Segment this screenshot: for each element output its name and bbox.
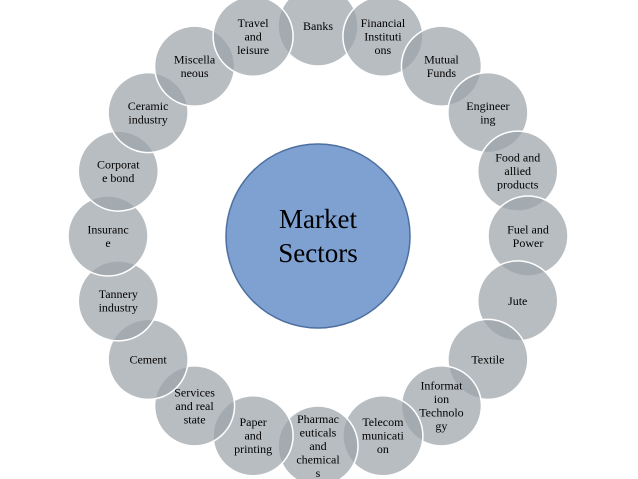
sector-node-jute-label: Jute bbox=[508, 294, 527, 308]
sector-node-services-and-real-state-label-line: state bbox=[184, 412, 206, 426]
sector-node-textile-label-line: Textile bbox=[471, 352, 504, 366]
sector-node-informat-ion-technolo-gy-label-line: Informat bbox=[420, 379, 463, 393]
sector-node-mutual-funds-label-line: Funds bbox=[427, 66, 457, 80]
sector-node-miscella-neous-label-line: Miscella bbox=[174, 52, 216, 66]
sector-node-corporat-e-bond-label-line: Corporat bbox=[97, 157, 140, 171]
sector-node-telecom-municati-on-label-line: Telecom bbox=[362, 415, 404, 429]
sector-node-financial-instituti-ons-label-line: Financial bbox=[361, 16, 406, 30]
sector-node-cement-label: Cement bbox=[129, 352, 167, 366]
center-label-line: Sectors bbox=[278, 238, 357, 268]
sector-node-services-and-real-state-label-line: and real bbox=[175, 399, 214, 413]
sector-node-tannery-industry-label-line: Tannery bbox=[99, 287, 138, 301]
sector-node-paper-and-printing-label-line: printing bbox=[234, 442, 272, 456]
sector-node-insuranc-e-label-line: Insuranc bbox=[87, 222, 128, 236]
sector-node-ceramic-industry-label-line: industry bbox=[128, 112, 167, 126]
sector-node-informat-ion-technolo-gy-label-line: Technolo bbox=[419, 406, 463, 420]
sector-node-corporat-e-bond-label-line: e bond bbox=[102, 171, 134, 185]
sector-node-mutual-funds-label-line: Mutual bbox=[424, 52, 459, 66]
sector-node-telecom-municati-on-label-line: municati bbox=[362, 429, 405, 443]
sector-node-tannery-industry-label-line: industry bbox=[99, 301, 138, 315]
sector-node-paper-and-printing-label-line: and bbox=[244, 429, 261, 443]
sector-node-paper-and-printing-label-line: Paper bbox=[239, 415, 266, 429]
sector-node-engineer-ing-label-line: ing bbox=[480, 112, 495, 126]
sector-node-fuel-and-power-label-line: Fuel and bbox=[507, 222, 549, 236]
sector-node-engineer-ing-label-line: Engineer bbox=[466, 99, 509, 113]
sector-node-financial-instituti-ons-label-line: ons bbox=[375, 43, 392, 57]
sector-node-banks-label-line: Banks bbox=[303, 19, 333, 33]
sector-node-jute-label-line: Jute bbox=[508, 294, 527, 308]
sector-node-fuel-and-power-label-line: Power bbox=[513, 236, 544, 250]
sector-node-cement-label-line: Cement bbox=[129, 352, 167, 366]
sector-node-informat-ion-technolo-gy-label-line: gy bbox=[435, 419, 447, 433]
sector-node-ceramic-industry-label-line: Ceramic bbox=[128, 99, 169, 113]
sector-node-pharmac-euticals-and-chemical-s-label-line: euticals bbox=[300, 426, 337, 440]
sector-node-textile-label: Textile bbox=[471, 352, 504, 366]
center-circle bbox=[225, 143, 411, 329]
sector-node-pharmac-euticals-and-chemical-s-label-line: Pharmac bbox=[297, 412, 339, 426]
sector-node-food-and-allied-products-label-line: Food and bbox=[495, 151, 540, 165]
sector-node-services-and-real-state-label-line: Services bbox=[174, 385, 215, 399]
sector-node-pharmac-euticals-and-chemical-s-label-line: s bbox=[316, 466, 321, 479]
sector-node-travel-and-leisure-label-line: and bbox=[244, 29, 261, 43]
sector-node-pharmac-euticals-and-chemical-s-label-line: and bbox=[309, 439, 326, 453]
sector-node-financial-instituti-ons-label-line: Instituti bbox=[364, 29, 402, 43]
sector-node-travel-and-leisure-label-line: Travel bbox=[238, 16, 270, 30]
sector-node-travel-and-leisure-label-line: leisure bbox=[237, 43, 269, 57]
sector-node-insuranc-e-label-line: e bbox=[105, 236, 110, 250]
sector-node-travel-and-leisure-circle bbox=[212, 0, 294, 78]
sector-node-food-and-allied-products-label-line: allied bbox=[504, 164, 531, 178]
sector-node-pharmac-euticals-and-chemical-s-label-line: chemical bbox=[296, 453, 340, 467]
sector-node-food-and-allied-products-label-line: products bbox=[497, 178, 539, 192]
sector-node-informat-ion-technolo-gy-label-line: ion bbox=[434, 392, 449, 406]
sector-node-miscella-neous-label-line: neous bbox=[181, 66, 209, 80]
sector-node-telecom-municati-on-label-line: on bbox=[377, 442, 389, 456]
sector-node-banks-label: Banks bbox=[303, 19, 333, 33]
center-label-line: Market bbox=[279, 204, 357, 234]
